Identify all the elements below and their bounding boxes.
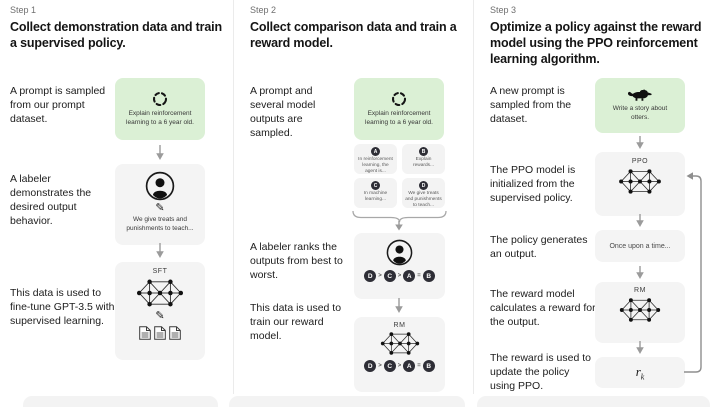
arrow-down-icon xyxy=(395,298,403,313)
prompt-box-step2: Explain reinforcement learning to a 6 ye… xyxy=(354,78,444,140)
prompt-box-text: Explain reinforcement learning to a 6 ye… xyxy=(365,109,433,126)
arrow-down-icon xyxy=(636,136,644,149)
output-card-text: We give treats and punishments to teach.… xyxy=(405,191,442,208)
labeler-box-step1: ✎ We give treats and punishments to teac… xyxy=(115,164,205,245)
ranking-labeler-box: D > C > A = B xyxy=(354,233,445,299)
reward-symbol: rk xyxy=(635,363,645,382)
arrow-down-icon xyxy=(156,243,164,258)
output-card-text: In reinforcement learning, the agent is.… xyxy=(358,157,393,174)
output-card-c: C In machine learning... xyxy=(354,178,397,208)
rank-separator: = xyxy=(417,363,421,369)
step-3-label: Step 3 xyxy=(490,5,517,15)
document-icon xyxy=(169,326,181,340)
output-letter-badge: B xyxy=(419,147,428,156)
column-divider xyxy=(233,0,234,394)
model-outputs-grid: A In reinforcement learning, the agent i… xyxy=(354,144,445,208)
sampling-dashed-circle-icon xyxy=(391,91,407,106)
step-1-caption-train: This data is used to fine-tune GPT-3.5 w… xyxy=(10,287,115,328)
sft-model-box: SFT ✎ xyxy=(115,262,205,360)
rm-label: RM xyxy=(634,287,646,294)
output-card-d: D We give treats and punishments to teac… xyxy=(402,178,445,208)
step-1-label: Step 1 xyxy=(10,5,37,15)
ranking-row: D > C > A = B xyxy=(364,270,435,282)
rank-badge: B xyxy=(422,360,435,372)
rank-badge: D xyxy=(364,270,377,282)
labeler-person-icon xyxy=(145,171,175,201)
sampling-dashed-circle-icon xyxy=(152,91,168,106)
rank-separator: > xyxy=(378,273,382,279)
reward-value-box: rk xyxy=(595,357,685,388)
sft-label: SFT xyxy=(152,268,168,275)
step-2-caption-train: This data is used to train our reward mo… xyxy=(250,302,342,343)
next-row-card-top xyxy=(477,396,710,407)
step-3-caption-ppo: The PPO model is initialized from the su… xyxy=(490,164,576,205)
step-1-caption-labeler: A labeler demonstrates the desired outpu… xyxy=(10,173,92,228)
labeler-box-text: We give treats and punishments to teach.… xyxy=(126,216,194,232)
arrow-down-icon xyxy=(636,266,644,279)
step-2-title: Collect comparison data and train a rewa… xyxy=(250,20,457,50)
rank-badge: C xyxy=(383,270,396,282)
ranking-row: D > C > A = B xyxy=(364,360,435,372)
rm-label: RM xyxy=(393,322,406,329)
arrow-down-icon xyxy=(636,214,644,227)
rank-badge: C xyxy=(383,360,396,372)
policy-output-box: Once upon a time... xyxy=(595,230,685,262)
neural-network-icon xyxy=(380,332,419,355)
rank-badge: B xyxy=(422,270,435,282)
prompt-box-text: Explain reinforcement learning to a 6 ye… xyxy=(126,109,194,126)
step-2-label: Step 2 xyxy=(250,5,277,15)
arrow-down-icon xyxy=(395,221,403,231)
output-card-text: Explain rewards... xyxy=(412,157,435,168)
rm-model-box-step3: RM xyxy=(595,282,685,343)
next-row-card-top xyxy=(23,396,218,407)
labeler-person-icon xyxy=(386,239,413,266)
rank-separator: > xyxy=(397,363,402,369)
output-letter-badge: A xyxy=(371,147,380,156)
rank-badge: A xyxy=(403,270,416,282)
next-row-card-top xyxy=(229,396,465,407)
rank-separator: > xyxy=(397,273,402,279)
rank-separator: = xyxy=(417,273,421,279)
prompt-box-step3: Write a story about otters. xyxy=(595,78,685,133)
arrow-down-icon xyxy=(636,341,644,354)
step-3-caption-reward: The reward model calculates a reward for… xyxy=(490,288,596,329)
rank-badge: D xyxy=(364,360,377,372)
step-3-title: Optimize a policy against the reward mod… xyxy=(490,20,702,66)
step-2-caption-prompt: A prompt and several model outputs are s… xyxy=(250,85,316,140)
neural-network-icon xyxy=(619,298,661,322)
output-card-b: B Explain rewards... xyxy=(402,144,445,174)
step-1-title: Collect demonstration data and train a s… xyxy=(10,20,222,50)
rank-separator: > xyxy=(378,363,382,369)
step-3-caption-prompt: A new prompt is sampled from the dataset… xyxy=(490,85,572,126)
arrow-down-icon xyxy=(156,145,164,160)
rm-model-box: RM D > C > A = B xyxy=(354,317,445,392)
ppo-model-box: PPO xyxy=(595,152,685,216)
step-3-caption-output: The policy generates an output. xyxy=(490,234,588,261)
rank-badge: A xyxy=(403,360,416,372)
neural-network-icon xyxy=(619,169,661,194)
policy-output-text: Once upon a time... xyxy=(609,242,671,250)
prompt-box-step1: Explain reinforcement learning to a 6 ye… xyxy=(115,78,205,140)
step-3-caption-update: The reward is used to update the policy … xyxy=(490,352,591,393)
documents-row xyxy=(139,326,181,340)
output-letter-badge: C xyxy=(371,181,380,190)
step-1-caption-prompt: A prompt is sampled from our prompt data… xyxy=(10,85,106,126)
output-letter-badge: D xyxy=(419,181,428,190)
neural-network-icon xyxy=(136,279,184,307)
output-card-text: In machine learning... xyxy=(363,191,388,202)
pencil-icon: ✎ xyxy=(155,310,165,322)
prompt-box-text: Write a story about otters. xyxy=(612,104,668,121)
step-2-caption-labeler: A labeler ranks the outputs from best to… xyxy=(250,241,343,282)
column-divider xyxy=(473,0,474,394)
otter-icon xyxy=(627,89,652,101)
document-icon xyxy=(154,326,166,340)
document-icon xyxy=(139,326,151,340)
output-card-a: A In reinforcement learning, the agent i… xyxy=(354,144,397,174)
ppo-label: PPO xyxy=(631,158,649,165)
feedback-loop-arrow xyxy=(684,172,702,373)
pencil-icon: ✎ xyxy=(155,202,165,214)
